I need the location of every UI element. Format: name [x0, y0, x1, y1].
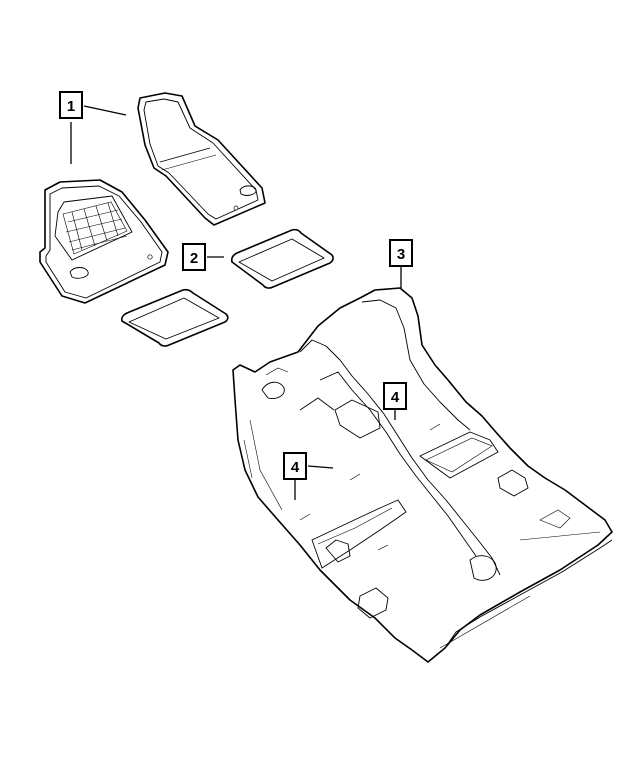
- floor-mat-rear-right: [230, 228, 334, 289]
- callout-3: 3: [389, 239, 413, 267]
- callout-3-label: 3: [397, 246, 405, 263]
- callout-1: 1: [59, 91, 83, 119]
- floor-mat-passenger: [137, 92, 266, 226]
- callout-2: 2: [182, 243, 206, 271]
- leader-lines: [70, 105, 402, 500]
- callout-4b: 4: [283, 452, 307, 480]
- leader-1-passenger: [83, 105, 127, 116]
- callout-2-label: 2: [190, 250, 198, 267]
- leader-4b-right: [307, 465, 334, 469]
- floor-mat-driver: [39, 179, 169, 304]
- callout-4a: 4: [383, 382, 407, 410]
- callout-1-label: 1: [67, 98, 75, 115]
- floor-carpet: [232, 287, 613, 663]
- callout-4a-label: 4: [391, 389, 400, 406]
- callout-4b-label: 4: [291, 459, 300, 476]
- floor-mat-rear-left: [120, 288, 229, 347]
